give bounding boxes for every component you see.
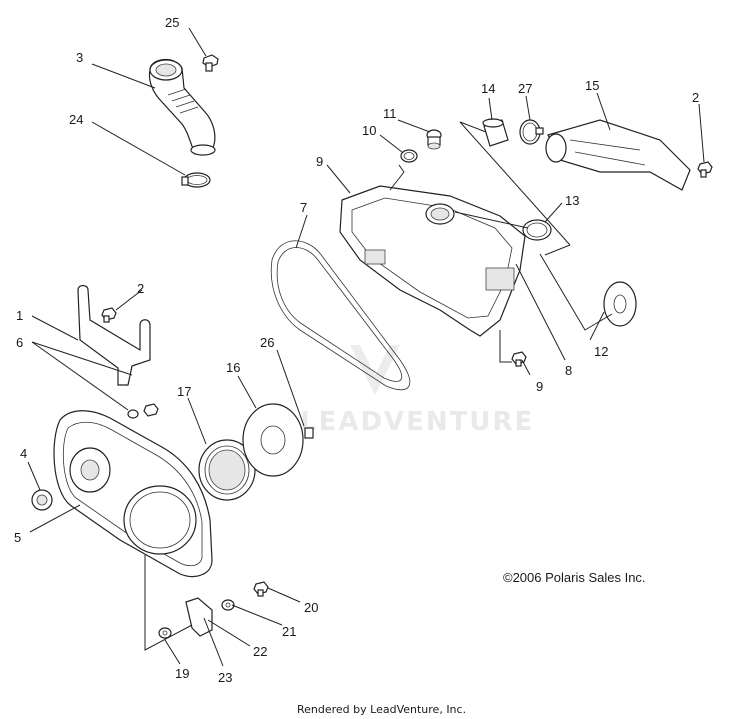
part-15-coupler bbox=[482, 118, 509, 147]
part-18-seal bbox=[198, 439, 256, 501]
part-1-bracket bbox=[77, 284, 151, 386]
callout-21: 21 bbox=[282, 624, 296, 639]
part-22-bracket bbox=[185, 597, 213, 637]
callout-23: 23 bbox=[218, 670, 232, 685]
callout-18: 17 bbox=[177, 384, 191, 399]
callout-2-top: 2 bbox=[692, 90, 699, 105]
part-16-exhaust-duct bbox=[545, 119, 691, 191]
part-2-bolt-left bbox=[101, 307, 117, 323]
watermark: LEADVENTURE bbox=[300, 345, 534, 437]
callout-11: 10 bbox=[362, 123, 376, 138]
callout-3: 3 bbox=[76, 50, 83, 65]
part-11-o-ring bbox=[400, 149, 418, 163]
part-25-bolt bbox=[202, 54, 219, 72]
callout-1: 1 bbox=[16, 308, 23, 323]
part-12-plug bbox=[426, 129, 442, 150]
part-21-washer bbox=[221, 599, 235, 611]
part-9-inner-cover bbox=[339, 185, 526, 337]
part-27-clamp bbox=[519, 119, 544, 145]
footer-text: Rendered by LeadVenture, Inc. bbox=[297, 703, 466, 716]
callout-7: 7 bbox=[300, 200, 307, 215]
callout-15: 14 bbox=[481, 81, 495, 96]
part-6-washer-bolt bbox=[127, 403, 159, 419]
part-2-bolt-top bbox=[697, 161, 713, 178]
part-26-bolt bbox=[304, 427, 314, 439]
callout-20: 20 bbox=[304, 600, 318, 615]
copyright-text: ©2006 Polaris Sales Inc. bbox=[503, 570, 646, 585]
callout-19: 19 bbox=[175, 666, 189, 681]
part-17-plate bbox=[242, 403, 304, 477]
callout-12: 11 bbox=[383, 106, 397, 121]
callout-26: 26 bbox=[260, 335, 274, 350]
callout-6: 6 bbox=[16, 335, 23, 350]
part-19-washer bbox=[158, 627, 172, 639]
callout-24: 24 bbox=[69, 112, 83, 127]
watermark-text: LEADVENTURE bbox=[300, 407, 534, 437]
callout-4: 4 bbox=[20, 446, 27, 461]
part-13-gasket bbox=[603, 281, 637, 327]
callout-27: 27 bbox=[518, 81, 532, 96]
callout-14: 13 bbox=[565, 193, 579, 208]
callout-labels: 25 3 24 11 10 14 27 15 2 9 7 13 12 8 9 2… bbox=[14, 15, 699, 685]
callout-9: 9 bbox=[316, 154, 323, 169]
callout-17: 16 bbox=[226, 360, 240, 375]
callout-2-left: 2 bbox=[137, 281, 144, 296]
part-24-clamp bbox=[181, 172, 211, 188]
callout-10: 9 bbox=[536, 379, 543, 394]
callout-13: 12 bbox=[594, 344, 608, 359]
part-4-bushing bbox=[31, 489, 53, 511]
part-3-intake-duct bbox=[148, 59, 216, 156]
callout-5: 5 bbox=[14, 530, 21, 545]
part-14-clamp bbox=[522, 219, 552, 241]
part-5-outer-cover bbox=[53, 410, 213, 578]
callout-16: 15 bbox=[585, 78, 599, 93]
callout-22: 22 bbox=[253, 644, 267, 659]
part-20-bolt bbox=[253, 581, 269, 597]
part-10-bolt bbox=[511, 351, 527, 367]
callout-25: 25 bbox=[165, 15, 179, 30]
leader-lines bbox=[27, 27, 705, 667]
callout-8: 8 bbox=[565, 363, 572, 378]
